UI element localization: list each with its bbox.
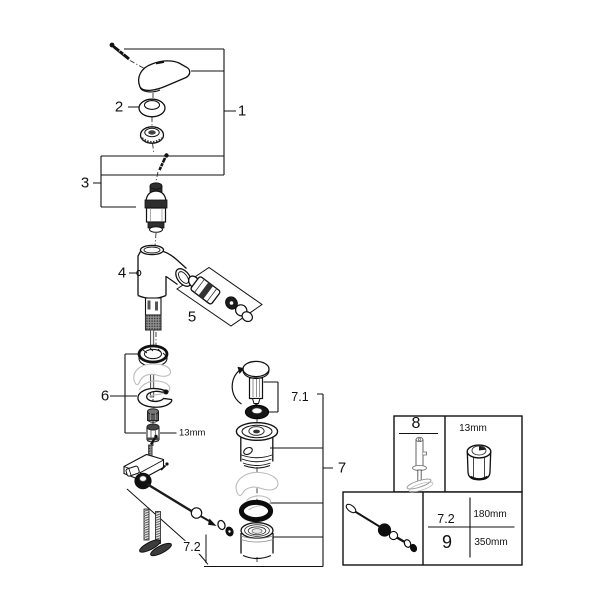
- tool-box-wrench-size: 13mm: [459, 423, 487, 434]
- lever-handle-drawing: [137, 60, 191, 93]
- fixing-studs-drawing: [139, 508, 172, 557]
- table-part-9: 9: [441, 532, 453, 552]
- table-part-7-2: 7.2: [437, 511, 455, 526]
- cartridge-drawing: [144, 182, 168, 233]
- callout-7: 7: [337, 459, 347, 477]
- callout-3: 3: [80, 174, 90, 192]
- ghost-deck-outline: [133, 363, 172, 398]
- table-length-180: 180mm: [473, 509, 507, 520]
- base-washer-drawing: [137, 344, 169, 368]
- drain-lower-body-drawing: [240, 522, 274, 560]
- callout-6: 6: [100, 387, 110, 405]
- callout-2: 2: [114, 98, 124, 115]
- spout-insert-drawing: [187, 275, 254, 323]
- callout-7-1: 7.1: [291, 389, 309, 404]
- horseshoe-washer-drawing: [137, 387, 173, 408]
- long-rod-drawing: [345, 503, 418, 553]
- popup-rod-drawing: [146, 482, 234, 537]
- cartridge-screw-drawing: [158, 153, 169, 171]
- hex-nut-tool-drawing: [466, 444, 492, 481]
- popup-plug-drawing: [231, 360, 270, 420]
- callout-leader-lines: [93, 48, 333, 568]
- table-length-350: 350mm: [474, 537, 508, 548]
- callout-1: 1: [237, 102, 247, 120]
- lock-nut-drawing: [147, 408, 159, 423]
- info-boxes: [342, 415, 523, 566]
- wrench-size-note: 13mm: [179, 426, 206, 438]
- drain-upper-body-drawing: [235, 422, 279, 469]
- callout-5: 5: [185, 308, 199, 326]
- knurled-collar-drawing: [139, 126, 165, 144]
- handle-screw-drawing: [109, 42, 130, 61]
- stud-tool-drawing: [406, 436, 434, 493]
- mixer-body-drawing: [137, 244, 192, 300]
- mounting-bracket-drawing: [123, 434, 169, 490]
- ghost-basin-outline: [235, 471, 279, 511]
- cap-ring-drawing: [138, 98, 166, 118]
- callout-4: 4: [117, 264, 127, 281]
- drain-oring-drawing: [238, 499, 274, 523]
- tool-box-part-number: 8: [411, 415, 421, 432]
- callout-7-2: 7.2: [181, 539, 203, 554]
